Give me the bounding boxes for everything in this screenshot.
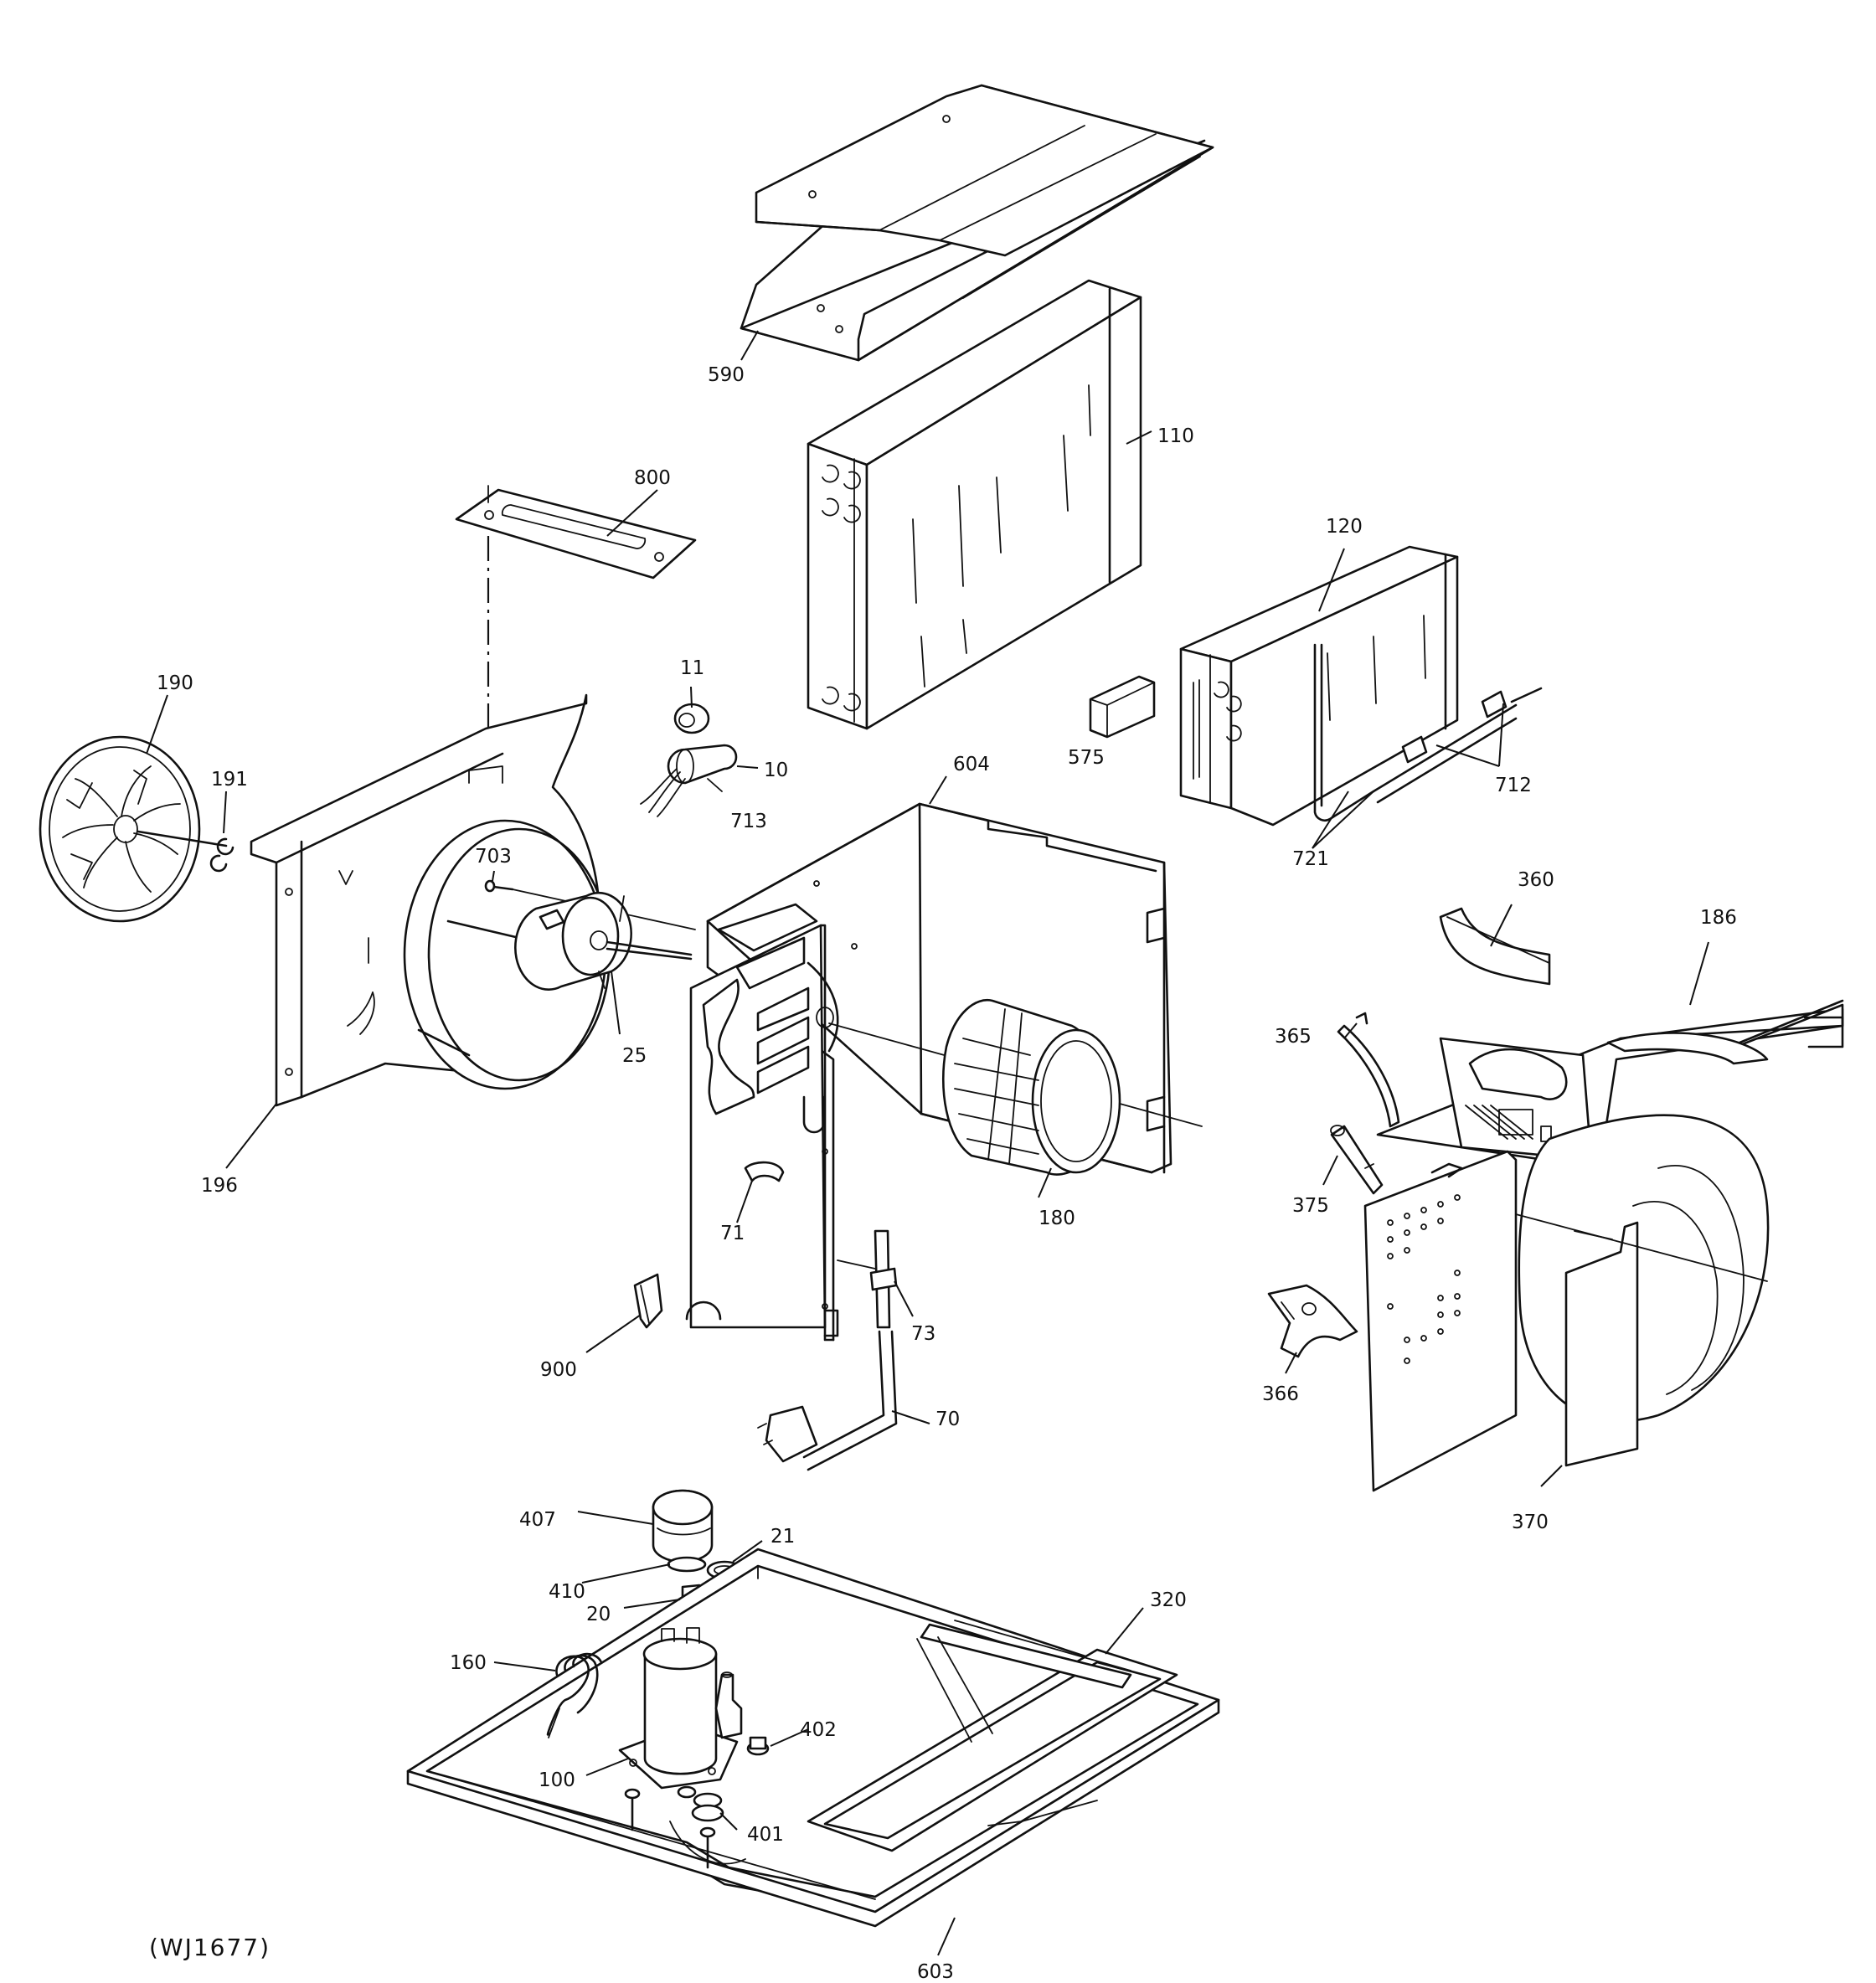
strain-relief-part [837, 1229, 898, 1329]
label-condenser-coil: 120 [1326, 516, 1363, 538]
label-screw: 703 [475, 846, 512, 868]
label-coil-clip: 575 [1068, 747, 1105, 769]
drawing-code: (WJ1677) [149, 1934, 271, 1961]
condenser-coil-part [1179, 545, 1543, 827]
base-part [406, 1548, 1220, 1928]
label-base: 603 [917, 1961, 954, 1983]
control-panel-part [1363, 1114, 1770, 1492]
top-cover-part [740, 84, 1214, 362]
label-clip: 71 [720, 1223, 745, 1244]
label-fan-clip: 191 [211, 769, 248, 791]
label-air-deflector: 360 [1518, 869, 1554, 891]
damper-link-part [1267, 1284, 1358, 1358]
capacitor-part [640, 744, 738, 817]
damper-spring-part [1337, 1012, 1400, 1128]
label-fan-motor: 25 [622, 1045, 647, 1067]
blower-wheel-part [828, 998, 1203, 1176]
label-strain-relief: 73 [911, 1323, 935, 1345]
power-cord-part [757, 1330, 898, 1471]
label-mount-nut: 402 [800, 1719, 837, 1741]
fan-clip-part [209, 837, 234, 873]
part-labels: 590 110 800 120 575 11 10 713 604 712 72… [157, 364, 1737, 1983]
clamp-part [633, 1273, 663, 1329]
mount-grommet-part [624, 1785, 724, 1869]
mount-nut-part [746, 1736, 770, 1756]
air-deflector-part [1439, 907, 1551, 986]
label-damper-link: 366 [1262, 1383, 1299, 1405]
label-fan-blade: 190 [157, 672, 193, 694]
fan-motor-part [446, 891, 693, 991]
label-power-cord: 70 [935, 1409, 960, 1430]
label-evaporator-coil: 110 [1157, 425, 1194, 447]
label-terminal: 20 [586, 1604, 611, 1625]
label-top-cover: 590 [708, 364, 745, 386]
mounting-bracket-part [455, 485, 697, 758]
evaporator-coil-part [807, 279, 1142, 730]
label-overload-cover: 407 [519, 1509, 556, 1531]
thermistor-part [1330, 1125, 1384, 1195]
label-clamp: 900 [540, 1359, 577, 1381]
leader-lines [146, 330, 1709, 1956]
label-tubing: 721 [1292, 848, 1329, 870]
label-spring-clip: 21 [770, 1526, 795, 1548]
grommet-part [673, 703, 710, 734]
label-blower-housing: 604 [953, 754, 990, 775]
compressor-part [618, 1627, 743, 1790]
label-grommet: 11 [680, 657, 704, 679]
label-blower-wheel: 180 [1038, 1208, 1075, 1229]
coil-clip-part [1089, 675, 1156, 739]
label-capacitor-lead: 713 [730, 811, 767, 832]
label-mount-grommet: 401 [747, 1824, 784, 1846]
label-drain-coil: 160 [450, 1652, 487, 1674]
label-thermistor: 375 [1292, 1195, 1329, 1217]
clip-part [744, 1161, 785, 1182]
label-mounting-bracket: 800 [634, 467, 671, 489]
label-control-panel: 370 [1512, 1512, 1549, 1533]
fan-blade-part [39, 735, 228, 923]
label-retainer: 410 [549, 1581, 585, 1603]
label-shroud: 196 [201, 1175, 238, 1197]
shroud-part [250, 693, 611, 1107]
label-compressor: 100 [539, 1769, 575, 1791]
label-damper-spring: 365 [1275, 1026, 1312, 1048]
label-base-pan: 320 [1150, 1589, 1187, 1611]
overload-assembly-part [652, 1489, 743, 1615]
label-capacitor: 10 [764, 760, 788, 781]
label-control-bracket: 186 [1700, 907, 1737, 929]
drain-coil-part [546, 1652, 603, 1738]
label-tube-bracket: 712 [1495, 775, 1532, 796]
